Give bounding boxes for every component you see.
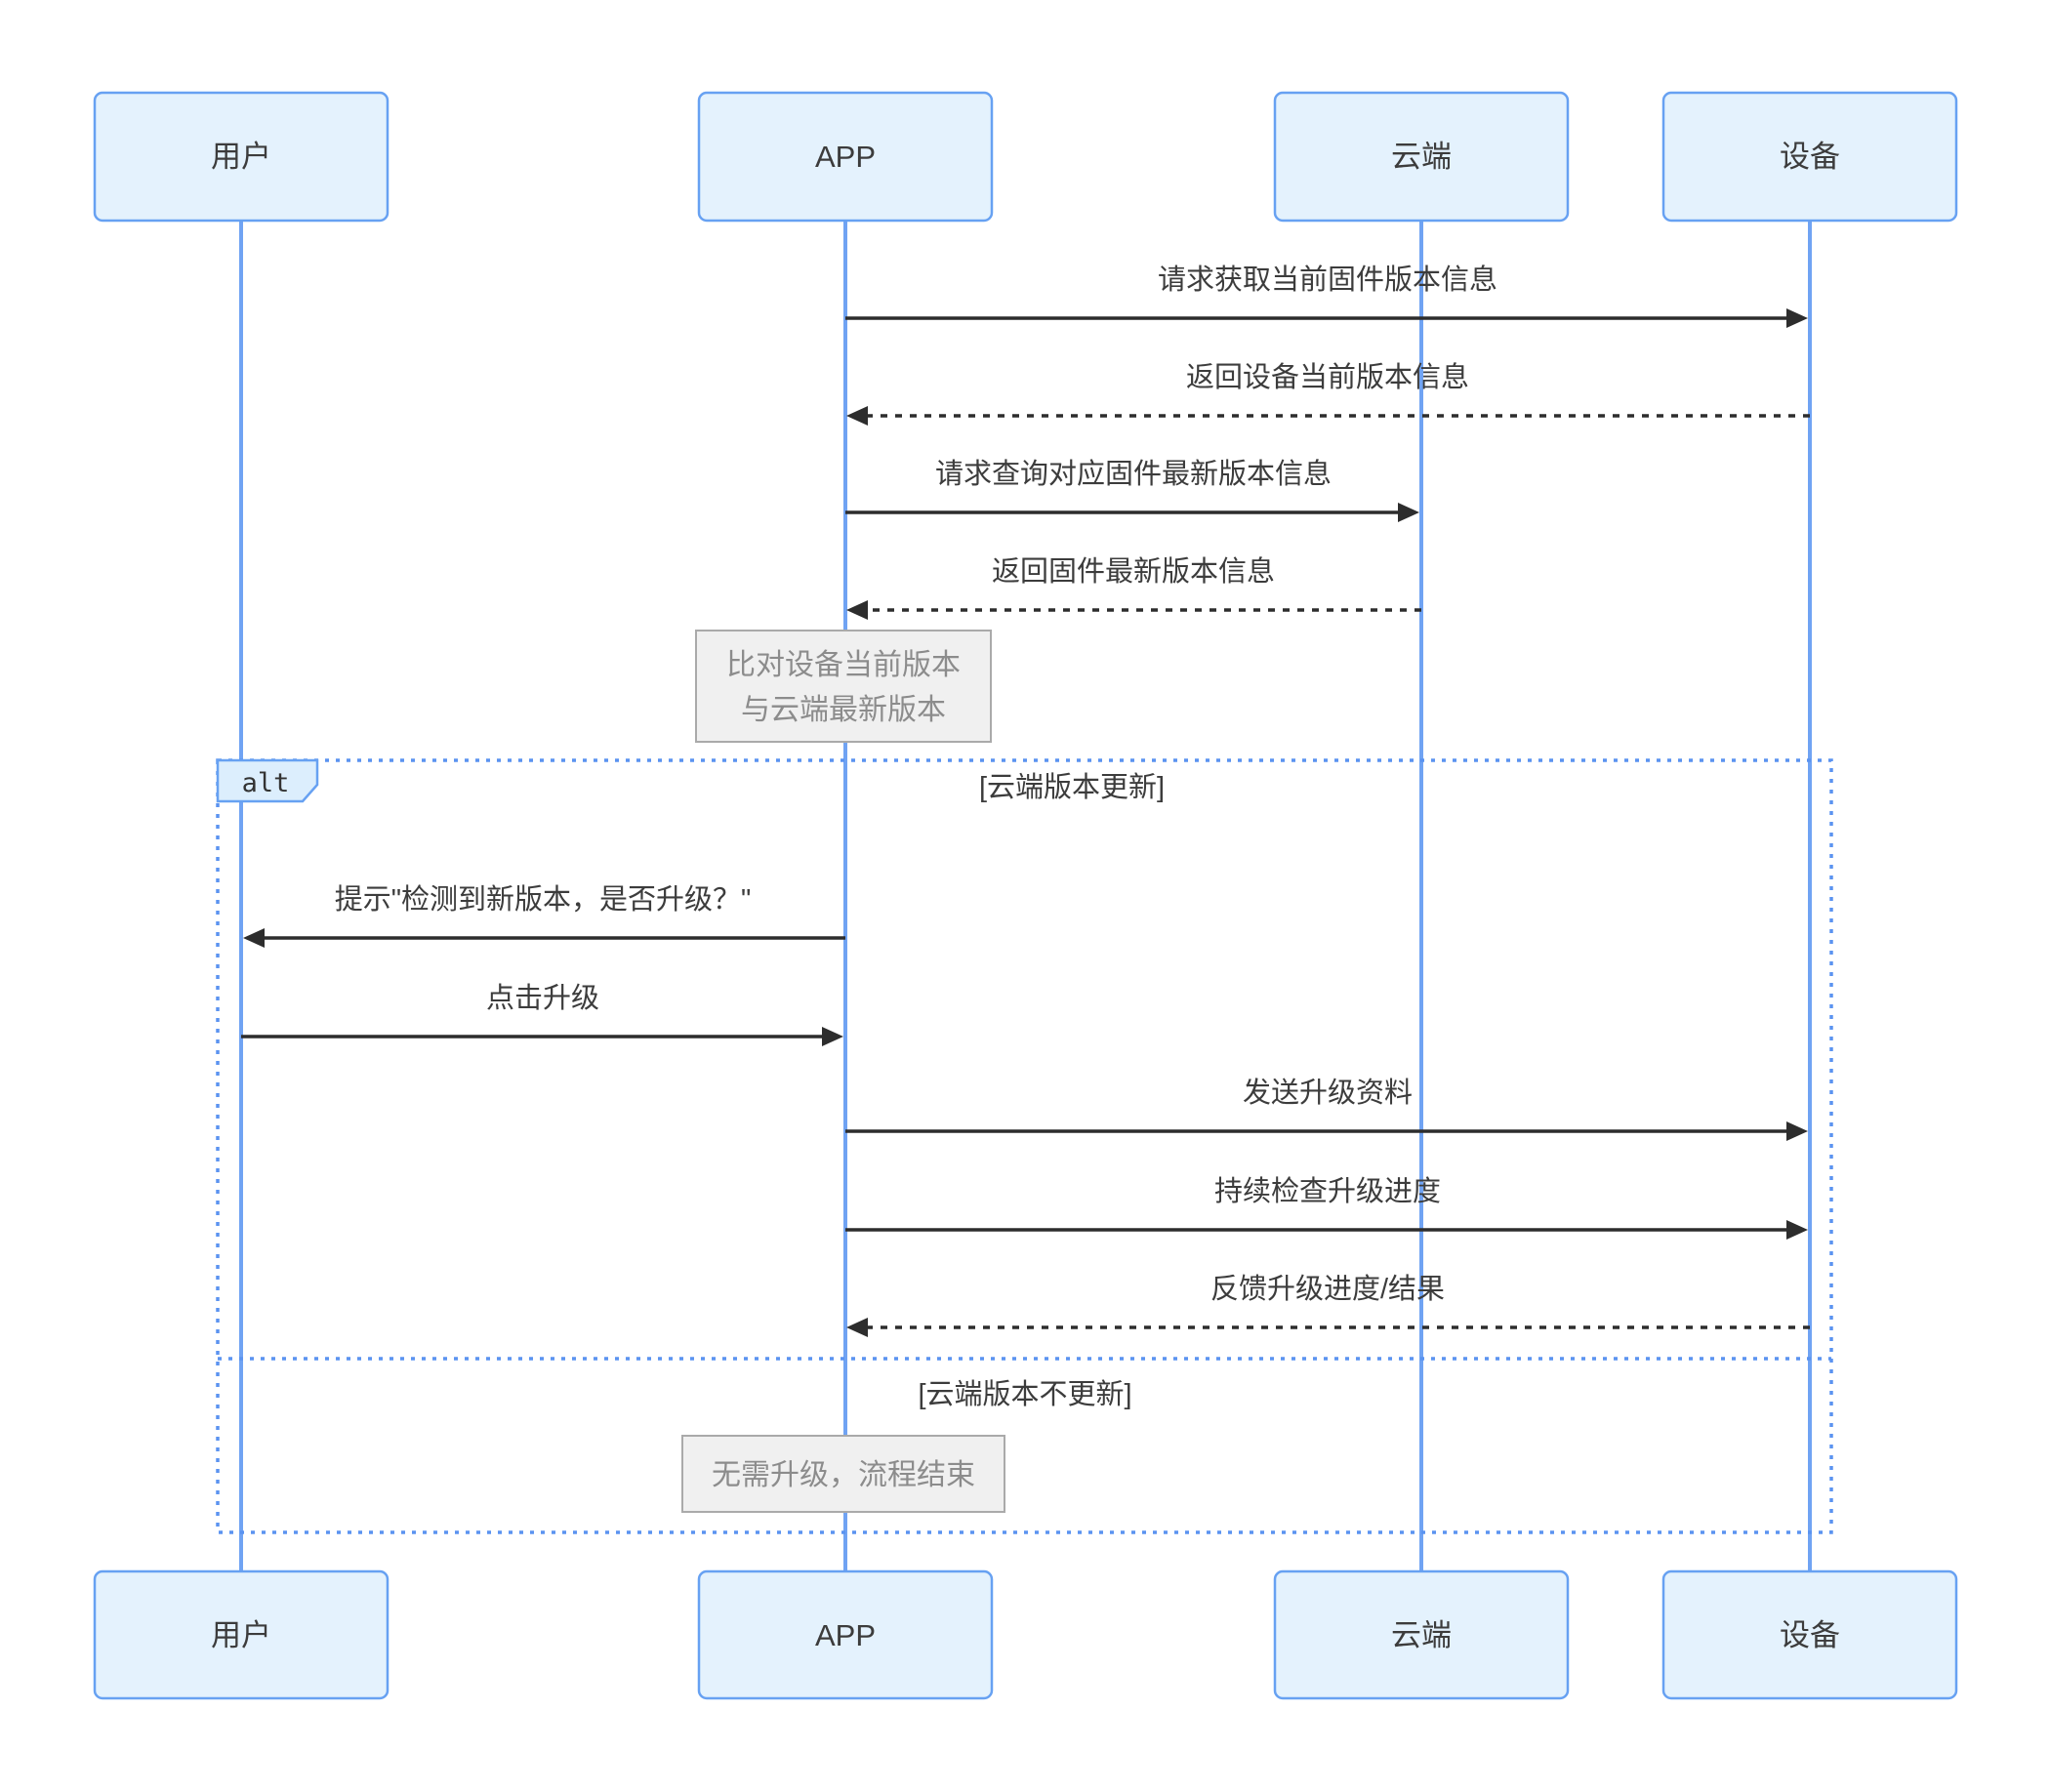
message-4-label: 返回固件最新版本信息	[992, 555, 1275, 588]
note-compare-versions: 比对设备当前版本 与云端最新版本	[695, 630, 992, 743]
message-5: 提示"检测到新版本，是否升级？"	[243, 883, 845, 948]
participants-bottom: 用户 APP 云端 设备	[93, 1569, 1958, 1700]
message-6-label: 点击升级	[486, 982, 599, 1014]
message-7-arrowhead	[1786, 1121, 1808, 1141]
alt-operator-tab	[216, 758, 319, 803]
message-1-arrowhead	[1786, 308, 1808, 328]
note-compare-versions-box	[695, 630, 992, 743]
alt-operator-label: alt	[242, 768, 290, 798]
note-no-upgrade: 无需升级，流程结束	[681, 1435, 1005, 1513]
participant-label-app-bottom: APP	[815, 1618, 876, 1652]
alt-fragment: alt [云端版本更新] [云端版本不更新]	[216, 758, 1833, 1534]
participant-box-cloud-bottom	[1273, 1569, 1570, 1700]
participant-box-cloud-top	[1273, 91, 1570, 223]
participant-label-user-bottom: 用户	[211, 1618, 271, 1652]
participant-label-cloud-bottom: 云端	[1391, 1618, 1452, 1652]
message-8-arrowhead	[1786, 1220, 1808, 1240]
participant-box-user-bottom	[93, 1569, 390, 1700]
message-2-arrowhead	[846, 406, 868, 426]
participant-box-app-top	[697, 91, 994, 223]
message-7-label: 发送升级资料	[1243, 1077, 1413, 1109]
message-9-label: 反馈升级进度/结果	[1210, 1273, 1445, 1305]
participant-box-device-bottom	[1661, 1569, 1958, 1700]
message-9: 反馈升级进度/结果	[846, 1273, 1810, 1337]
message-8-label: 持续检查升级进度	[1214, 1175, 1441, 1207]
message-6-arrowhead	[822, 1027, 843, 1046]
message-3-label: 请求查询对应固件最新版本信息	[935, 458, 1332, 490]
message-5-label: 提示"检测到新版本，是否升级？"	[335, 883, 752, 916]
message-2-label: 返回设备当前版本信息	[1186, 361, 1469, 393]
lifelines	[239, 219, 1812, 1573]
alt-guard-else-label: [云端版本不更新]	[918, 1378, 1131, 1410]
message-3: 请求查询对应固件最新版本信息	[845, 458, 1419, 522]
message-5-arrowhead	[243, 928, 265, 948]
message-4-arrowhead	[846, 600, 868, 620]
message-1: 请求获取当前固件版本信息	[845, 264, 1808, 328]
message-4: 返回固件最新版本信息	[846, 555, 1421, 620]
message-2: 返回设备当前版本信息	[846, 361, 1810, 426]
message-6: 点击升级	[241, 982, 843, 1046]
note-compare-versions-line-1: 比对设备当前版本	[726, 649, 961, 681]
message-3-arrowhead	[1398, 503, 1419, 522]
participant-box-user-top	[93, 91, 390, 223]
message-1-label: 请求获取当前固件版本信息	[1158, 264, 1497, 296]
participant-label-device-top: 设备	[1780, 140, 1840, 174]
participant-label-app-top: APP	[815, 140, 876, 174]
participants-top: 用户 APP 云端 设备	[93, 91, 1958, 223]
participant-label-user-top: 用户	[211, 140, 271, 174]
participant-box-device-top	[1661, 91, 1958, 223]
note-no-upgrade-line-1: 无需升级，流程结束	[712, 1459, 975, 1491]
message-7: 发送升级资料	[845, 1077, 1808, 1141]
note-compare-versions-line-2: 与云端最新版本	[741, 694, 946, 726]
participant-box-app-bottom	[697, 1569, 994, 1700]
alt-guard-if-label: [云端版本更新]	[979, 771, 1165, 803]
participant-label-cloud-top: 云端	[1391, 140, 1452, 174]
message-9-arrowhead	[846, 1318, 868, 1337]
participant-label-device-bottom: 设备	[1780, 1618, 1840, 1652]
message-8: 持续检查升级进度	[845, 1175, 1808, 1240]
alt-frame-border	[216, 758, 1833, 1534]
note-no-upgrade-box	[681, 1435, 1005, 1513]
